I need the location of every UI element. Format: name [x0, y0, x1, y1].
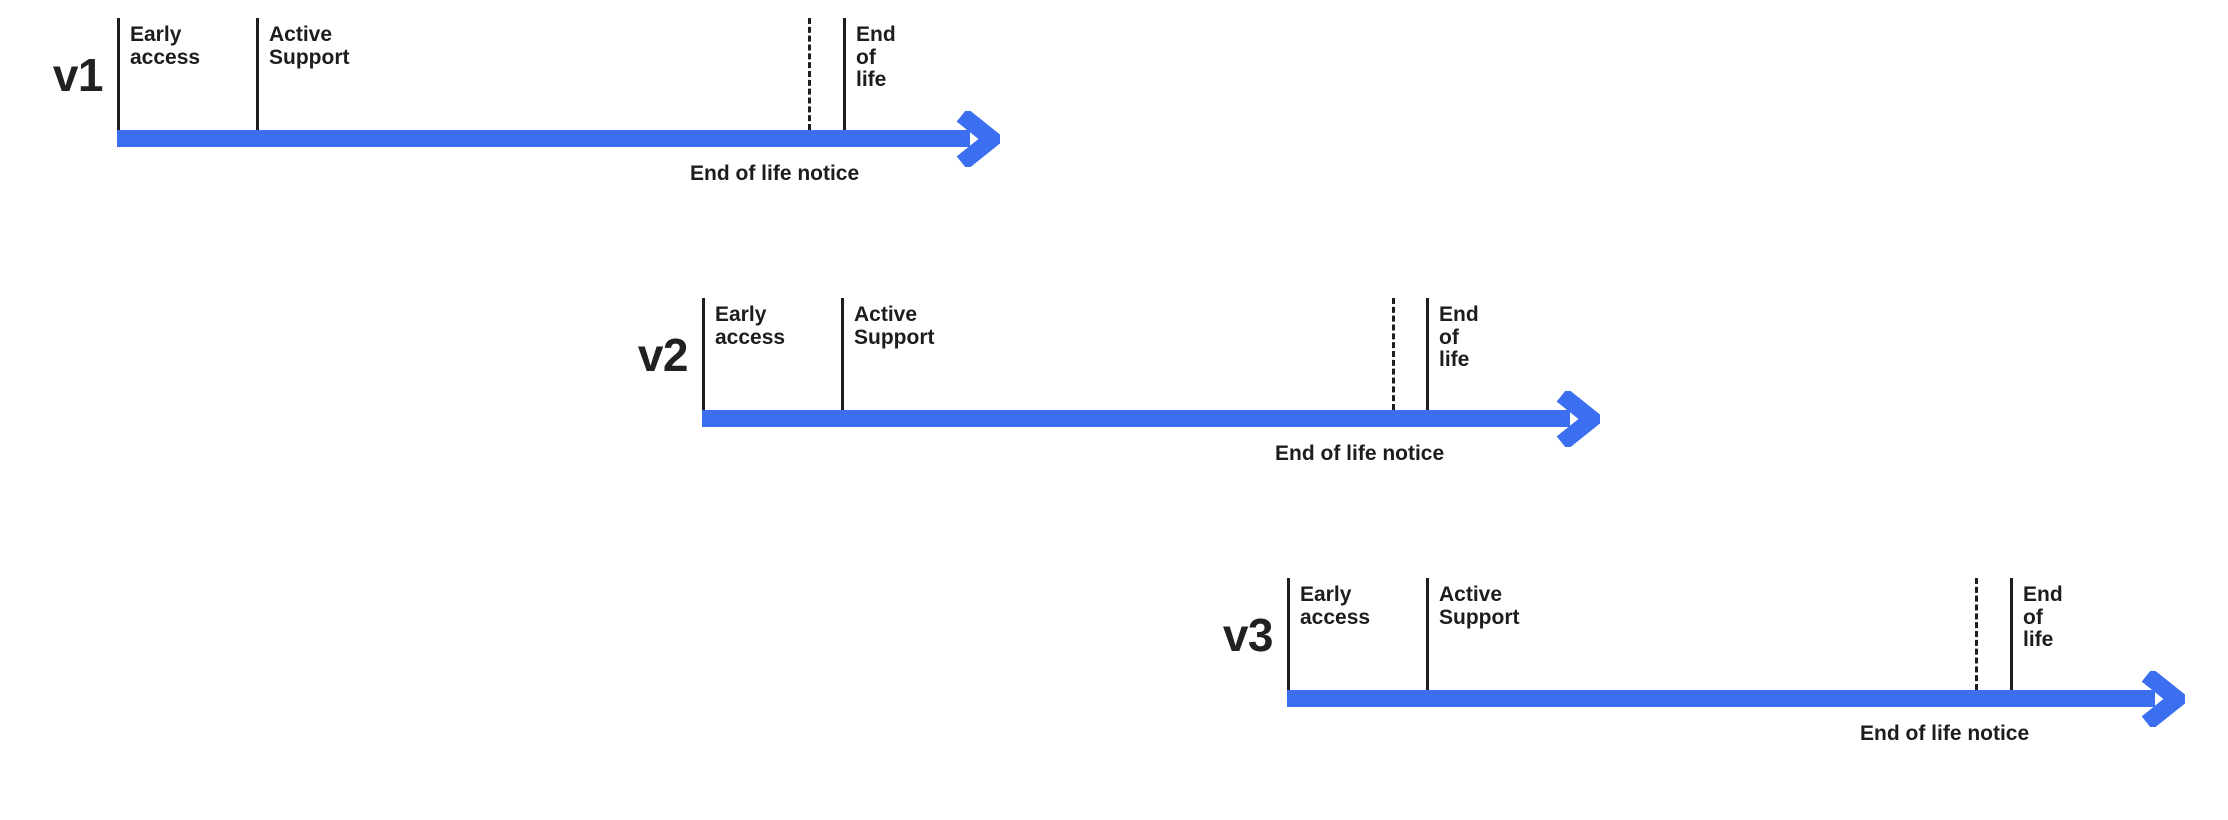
version-label-v1: v1 — [52, 49, 104, 101]
phase-divider-v1-2-dashed — [808, 18, 811, 130]
phase-divider-v3-3 — [2010, 578, 2013, 690]
timeline-axis-bar-v1 — [117, 130, 970, 147]
arrow-right-icon — [1554, 390, 1600, 447]
phase-label-v3-3: End of life — [2023, 583, 2063, 652]
phase-divider-v2-2-dashed — [1392, 298, 1395, 410]
phase-label-v3-1: Active Support — [1439, 583, 1520, 629]
arrow-right-icon — [2139, 670, 2185, 727]
phase-divider-v3-1 — [1426, 578, 1429, 690]
phase-divider-v1-3 — [843, 18, 846, 130]
phase-divider-v3-2-dashed — [1975, 578, 1978, 690]
phase-label-v3-0: Early access — [1300, 583, 1371, 629]
arrow-right-icon — [954, 110, 1000, 167]
timeline-axis-bar-v2 — [702, 410, 1570, 427]
phase-divider-v3-0 — [1287, 578, 1290, 690]
phase-divider-v1-1 — [256, 18, 259, 130]
phase-divider-v1-0 — [117, 18, 120, 130]
version-label-v2: v2 — [637, 329, 689, 381]
timeline-axis-v2 — [702, 390, 1600, 447]
timeline-axis-v1 — [117, 110, 1000, 167]
phase-label-v1-0: Early access — [130, 23, 201, 69]
phase-divider-v2-1 — [841, 298, 844, 410]
axis-caption-v3: End of life notice — [1860, 722, 2030, 745]
phase-divider-v2-0 — [702, 298, 705, 410]
timeline-axis-v3 — [1287, 670, 2185, 727]
axis-caption-v1: End of life notice — [690, 162, 860, 185]
timeline-axis-bar-v3 — [1287, 690, 2155, 707]
axis-caption-v2: End of life notice — [1275, 442, 1445, 465]
version-label-v3: v3 — [1222, 609, 1274, 661]
phase-label-v2-1: Active Support — [854, 303, 935, 349]
phase-label-v2-0: Early access — [715, 303, 786, 349]
phase-label-v2-3: End of life — [1439, 303, 1479, 372]
phase-label-v1-1: Active Support — [269, 23, 350, 69]
phase-label-v1-3: End of life — [856, 23, 896, 92]
phase-divider-v2-3 — [1426, 298, 1429, 410]
